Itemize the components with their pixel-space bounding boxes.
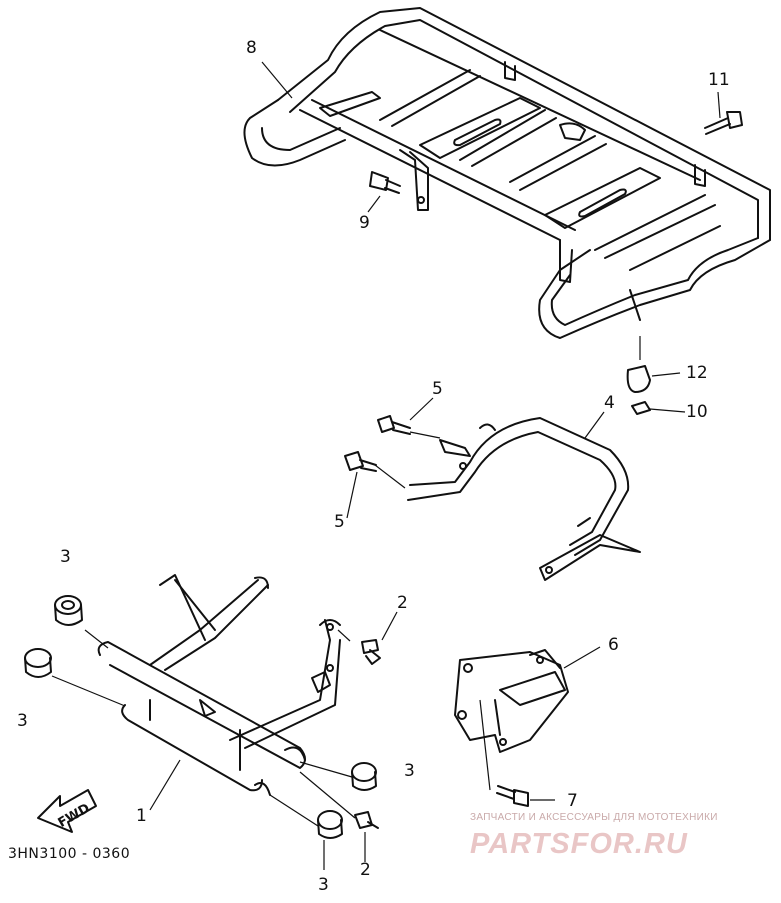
bolt-5-upper <box>377 415 411 435</box>
grommet-3c <box>351 762 377 791</box>
callout-4: 4 <box>604 393 615 413</box>
callout-2-upper: 2 <box>397 593 408 613</box>
callout-1: 1 <box>136 806 147 826</box>
callout-10: 10 <box>686 402 708 422</box>
front-guard-frame <box>97 574 341 796</box>
callout-2-lower: 2 <box>360 860 371 880</box>
mount-bracket <box>454 649 569 753</box>
bolt-11 <box>704 111 743 135</box>
bolt-2-lower <box>354 811 379 829</box>
callout-3-right: 3 <box>404 761 415 781</box>
callout-12: 12 <box>686 363 708 383</box>
callout-3-bottom: 3 <box>318 875 329 895</box>
grommet-3b <box>24 648 52 678</box>
callout-7: 7 <box>567 791 578 811</box>
callout-11: 11 <box>708 70 730 90</box>
bolt-9 <box>369 171 401 194</box>
fwd-arrow: FWD <box>37 789 97 833</box>
callout-9: 9 <box>359 213 370 233</box>
callout-3-left: 3 <box>17 711 28 731</box>
diagram-code: 3HN3100 - 0360 <box>8 846 131 862</box>
watermark-tagline: ЗАПЧАСТИ И АКСЕССУАРЫ ДЛЯ МОТОТЕХНИКИ <box>470 812 718 823</box>
bolt-7 <box>496 785 529 807</box>
rear-carrier-rack <box>243 7 771 339</box>
callout-8: 8 <box>246 38 257 58</box>
rear-stay-bracket <box>407 417 641 581</box>
leader-lines <box>51 61 721 870</box>
callout-5-lower: 5 <box>334 512 345 532</box>
callout-5-upper: 5 <box>432 379 443 399</box>
watermark-brand: PARTSFOR.RU <box>470 828 688 860</box>
callout-3-top: 3 <box>60 547 71 567</box>
callout-6: 6 <box>608 635 619 655</box>
collar-10 <box>631 401 651 415</box>
bolt-5-lower <box>344 451 377 472</box>
grommet-3d <box>317 810 343 839</box>
bolt-2-upper <box>361 639 381 665</box>
grommet-3a <box>54 595 83 626</box>
damper-12 <box>626 365 651 393</box>
